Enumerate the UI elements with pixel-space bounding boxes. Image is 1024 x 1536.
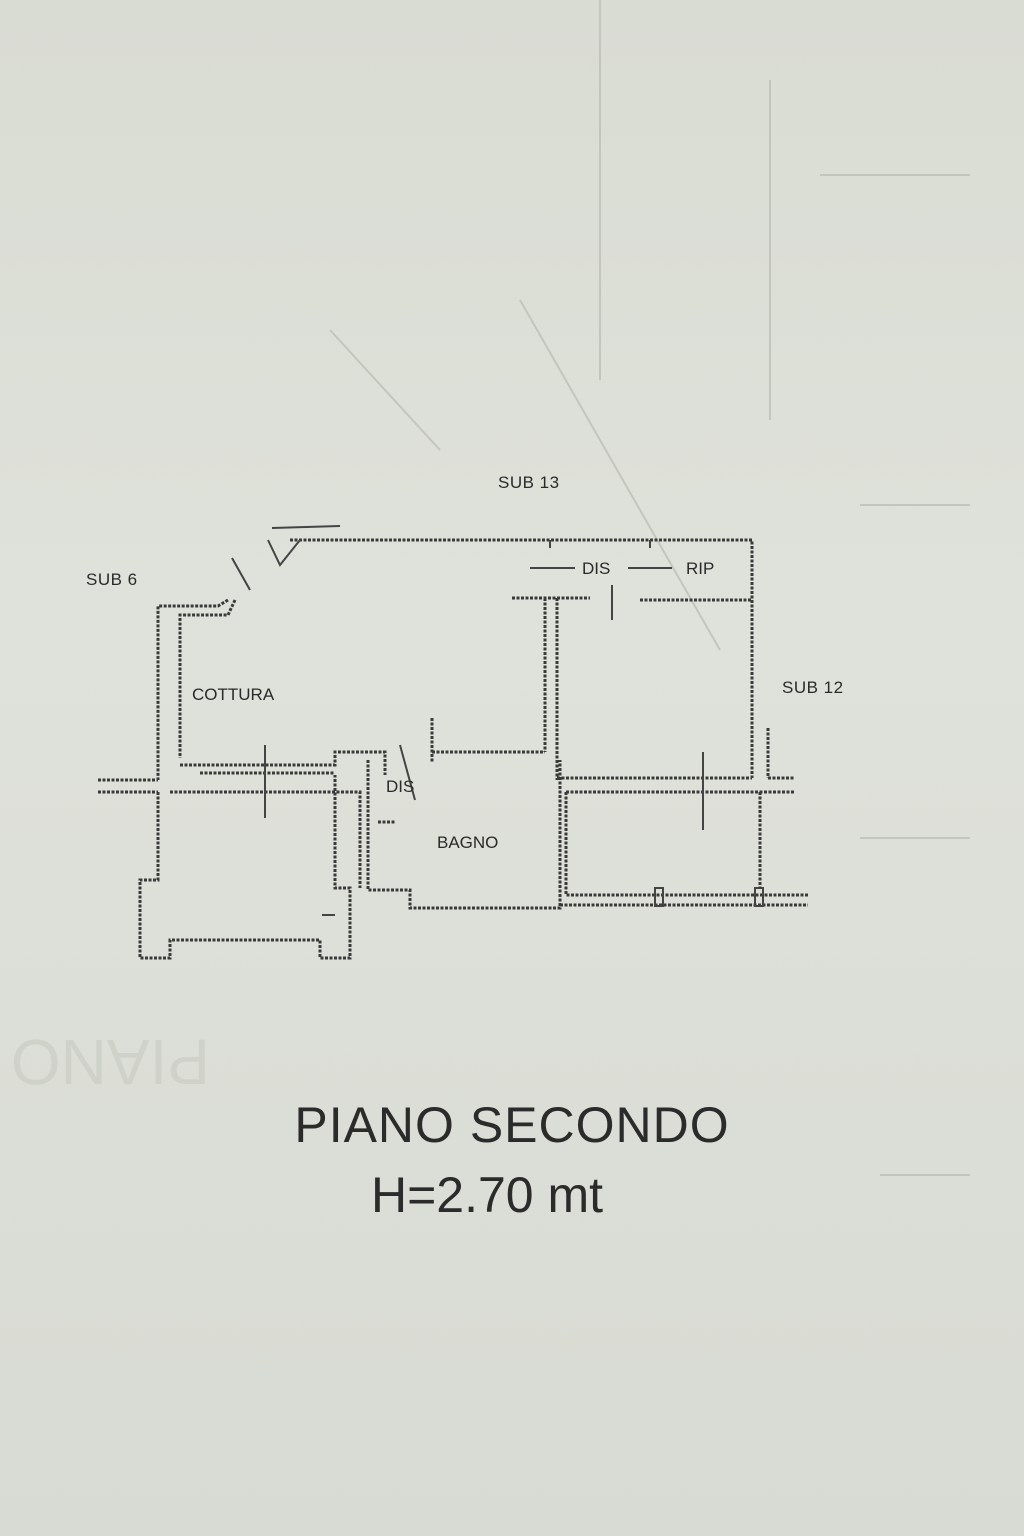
label-sub-13: SUB 13 (498, 473, 560, 492)
plan-labels: SUB 13 SUB 6 SUB 12 DIS RIP COTTURA DIS … (86, 473, 844, 852)
label-sub-6: SUB 6 (86, 570, 138, 589)
label-dis-small: DIS (386, 777, 414, 796)
plan-caption: PIANO SECONDO H=2.70 mt (0, 1090, 1024, 1230)
label-dis-corridor: DIS (582, 559, 610, 578)
label-sub-12: SUB 12 (782, 678, 844, 697)
label-bagno: BAGNO (437, 833, 498, 852)
label-cottura: COTTURA (192, 685, 275, 704)
label-rip: RIP (686, 559, 714, 578)
ceiling-height: H=2.70 mt (370, 1167, 604, 1223)
svg-text:PIANO SECONDO INTERRATO: PIANO SECONDO INTERRATO (0, 1026, 210, 1098)
ghost-bleedthrough: PIANO SECONDO INTERRATO (0, 0, 970, 1176)
walls (98, 525, 808, 960)
floor-title: PIANO SECONDO (294, 1097, 730, 1153)
